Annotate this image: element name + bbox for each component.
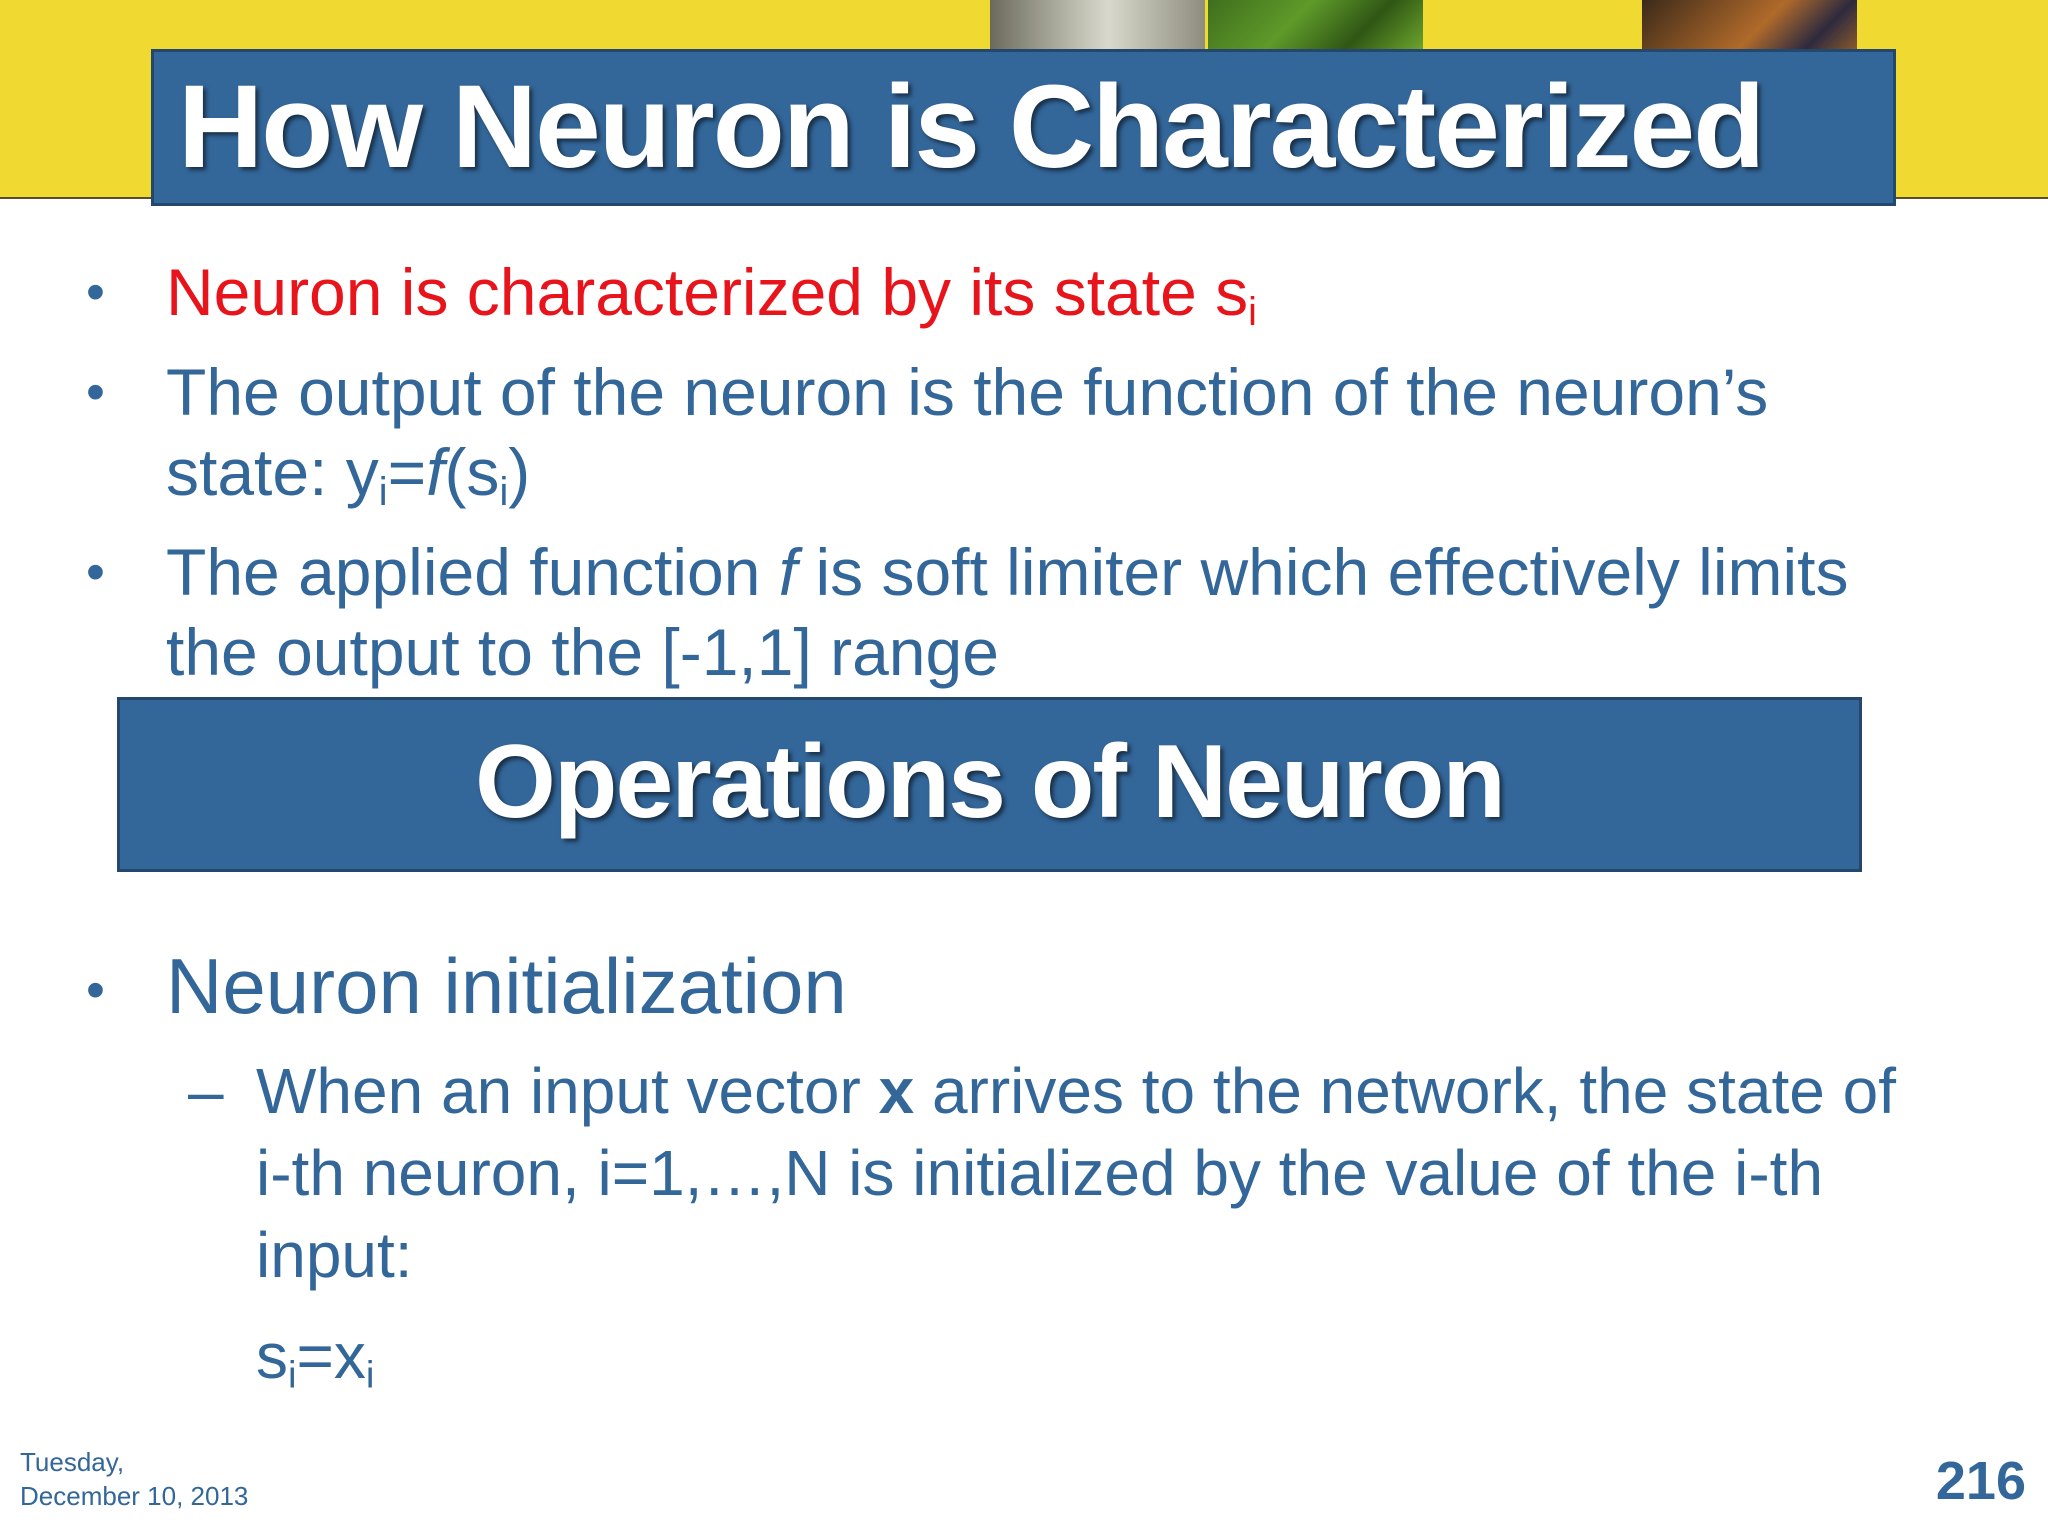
header-photo-2: [1208, 0, 1423, 50]
bullet-dot: •: [86, 262, 105, 322]
bullet-neuron-output: • The output of the neuron is the functi…: [86, 352, 1926, 512]
section-title: Operations of Neuron: [117, 697, 1862, 872]
bullet-dot: •: [86, 542, 105, 602]
sub-bullet-dash: –: [188, 1055, 224, 1127]
header-photo-1: [990, 0, 1205, 50]
bullet-applied-function: • The applied function f is soft limiter…: [86, 532, 1956, 692]
header-photo-3: [1642, 0, 1857, 50]
bullet-dot: •: [86, 960, 105, 1020]
footer-date: Tuesday, December 10, 2013: [20, 1447, 249, 1511]
bullet-neuron-state: • Neuron is characterized by its state s…: [86, 252, 1926, 332]
bullet-dot: •: [86, 362, 105, 422]
sub-bullet-initialization-detail: – When an input vector x arrives to the …: [188, 1050, 1906, 1296]
initialization-formula: si=xi: [256, 1320, 375, 1397]
page-number: 216: [1935, 1451, 2026, 1511]
slide-title: How Neuron is Characterized: [151, 49, 1896, 206]
bullet-neuron-initialization: • Neuron initialization: [86, 941, 847, 1031]
